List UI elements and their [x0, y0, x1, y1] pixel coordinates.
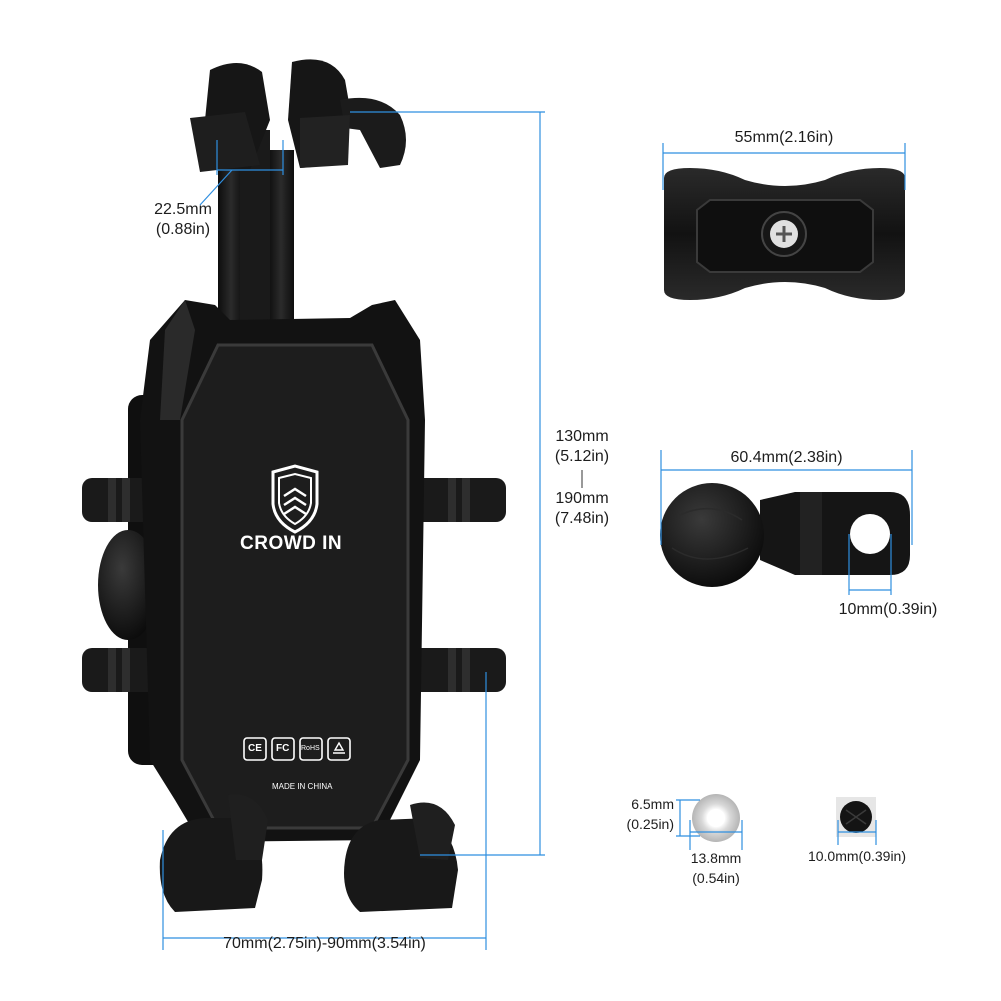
arm-width-mm: 22.5mm — [154, 201, 212, 218]
width-range-label: 70mm(2.75in)-90mm(3.54in) — [223, 935, 426, 952]
height-max-mm: 190mm — [555, 490, 609, 507]
ce-mark-icon — [243, 737, 267, 761]
dimension-lines — [162, 111, 913, 950]
washer-diameter-in: (0.54in) — [692, 870, 740, 886]
height-max-label: 190mm (7.48in) — [540, 489, 624, 529]
ce-mark-text: CE — [248, 743, 262, 754]
cert-marks — [243, 737, 351, 761]
fcc-mark-icon — [271, 737, 295, 761]
ball-mount-arm — [660, 483, 910, 587]
hole-diameter-label: 10mm(0.39in) — [838, 601, 938, 618]
ball-arm-length-label: 60.4mm(2.38in) — [730, 449, 843, 466]
handlebar-clamp — [664, 168, 905, 300]
rohs-mark-text: RoHS — [301, 745, 320, 752]
washer-thickness-in: (0.25in) — [626, 816, 674, 832]
height-max-in: (7.48in) — [554, 510, 610, 527]
rohs-mark-icon — [299, 737, 323, 761]
recycle-icon — [327, 737, 351, 761]
clamp-width-label: 55mm(2.16in) — [734, 129, 834, 146]
height-min-in: (5.12in) — [554, 448, 610, 465]
fcc-mark-text: FC — [276, 743, 290, 754]
shield-logo-icon — [271, 464, 319, 534]
height-min-mm: 130mm — [555, 428, 609, 445]
washer-thickness-mm: 6.5mm — [631, 796, 674, 812]
washer-diameter-mm: 13.8mm — [690, 850, 742, 866]
phone-holder — [82, 59, 506, 912]
nut — [836, 797, 876, 837]
brand-label: CROWD IN — [240, 533, 343, 554]
made-in-label: MADE IN CHINA — [272, 782, 333, 791]
height-min-label: 130mm (5.12in) — [540, 427, 624, 467]
washer-diameter-label: 13.8mm (0.54in) — [672, 848, 760, 888]
nut-size-label: 10.0mm(0.39in) — [807, 848, 907, 864]
washer-thickness-label: 6.5mm (0.25in) — [590, 794, 674, 834]
arm-width-in: (0.88in) — [155, 221, 211, 238]
arm-width-label: 22.5mm (0.88in) — [138, 200, 228, 240]
washer — [692, 794, 740, 842]
